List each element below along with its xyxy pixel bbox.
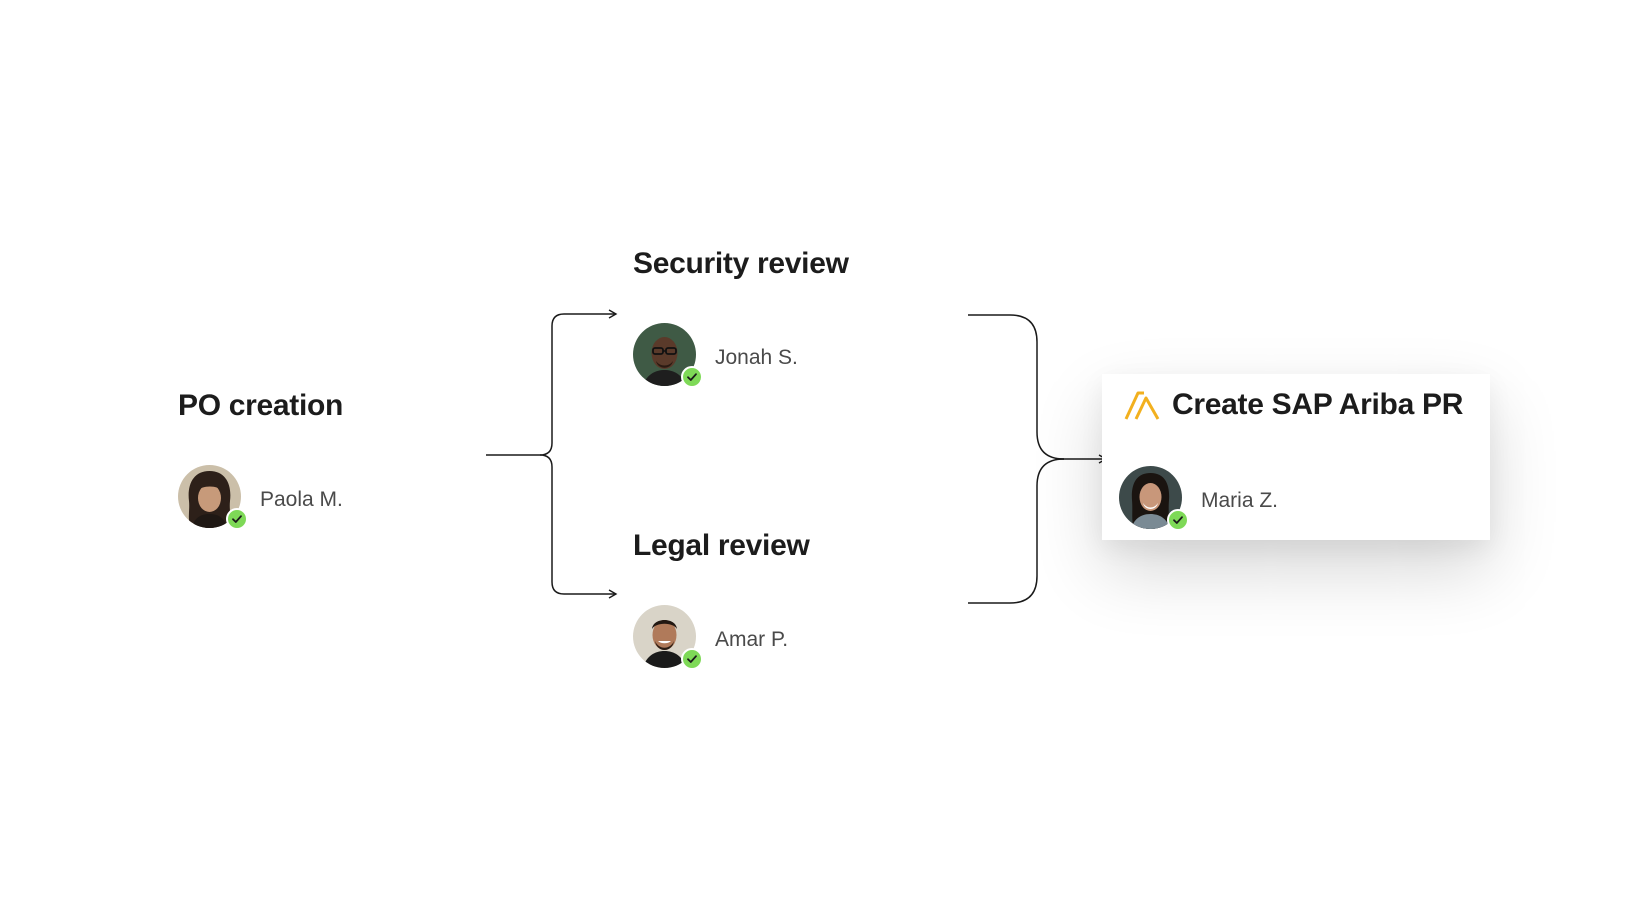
step-po-creation: PO creation bbox=[178, 388, 343, 424]
sap-card-header: Create SAP Ariba PR bbox=[1124, 388, 1463, 422]
split-connector-security bbox=[486, 309, 618, 456]
step-title: PO creation bbox=[178, 389, 344, 422]
approved-check-icon bbox=[226, 508, 248, 530]
assignee-name: Paola M. bbox=[260, 487, 343, 511]
assignee-name: Maria Z. bbox=[1201, 488, 1279, 512]
step-title: Security review bbox=[633, 247, 849, 280]
assignee-paola: Paola M. bbox=[178, 465, 343, 530]
sap-ariba-card[interactable]: Create SAP Ariba PR Maria Z. bbox=[1102, 374, 1490, 540]
step-security-review: Security review bbox=[633, 246, 849, 282]
avatar bbox=[178, 465, 248, 530]
assignee-maria: Maria Z. bbox=[1119, 466, 1279, 531]
sap-ariba-logo-icon bbox=[1124, 391, 1160, 420]
avatar-photo-paola bbox=[178, 465, 241, 528]
split-connector-legal bbox=[539, 454, 618, 599]
step-legal-review: Legal review bbox=[633, 528, 810, 564]
merge-connector-security bbox=[968, 314, 1065, 460]
step-title: Create SAP Ariba PR bbox=[1172, 388, 1464, 421]
assignee-name: Amar P. bbox=[715, 627, 789, 651]
assignee-name: Jonah S. bbox=[715, 345, 798, 369]
avatar bbox=[633, 323, 703, 388]
assignee-amar: Amar P. bbox=[633, 605, 789, 670]
approved-check-icon bbox=[681, 648, 703, 670]
merge-connector-legal bbox=[968, 458, 1065, 604]
avatar bbox=[1119, 466, 1189, 531]
avatar bbox=[633, 605, 703, 670]
step-title: Legal review bbox=[633, 529, 810, 562]
avatar-photo-jonah bbox=[633, 323, 696, 386]
approved-check-icon bbox=[1167, 509, 1189, 531]
approved-check-icon bbox=[681, 366, 703, 388]
assignee-jonah: Jonah S. bbox=[633, 323, 798, 388]
